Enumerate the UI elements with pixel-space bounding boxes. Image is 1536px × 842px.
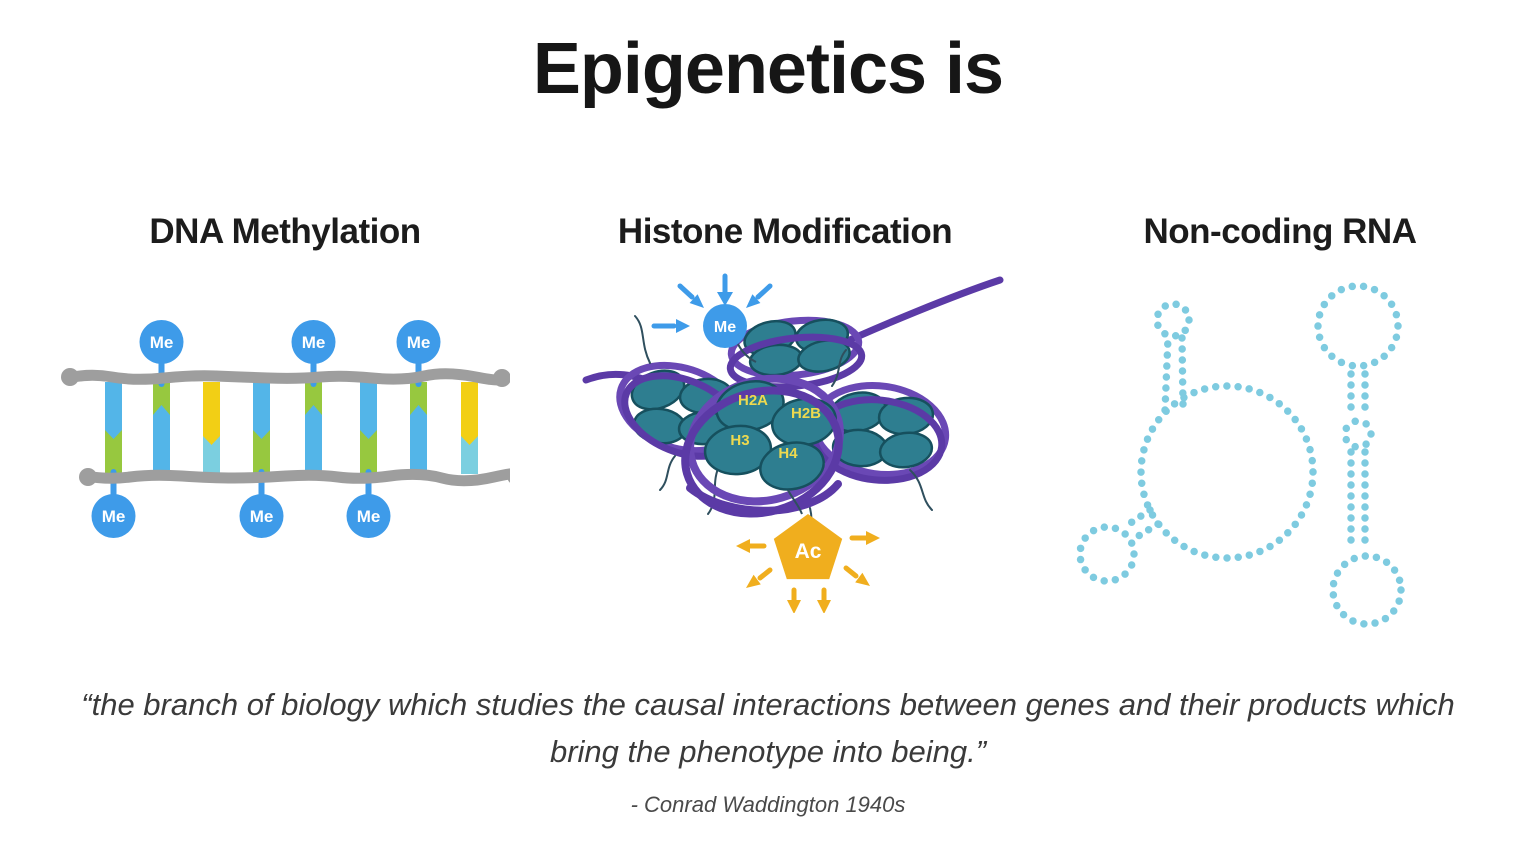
histone-modification-heading: Histone Modification (617, 212, 953, 251)
quote-attribution: - Conrad Waddington 1940s (630, 792, 906, 817)
nucleosome-center: H2A H2B H3 H4 (681, 374, 844, 518)
rna-structure-left (1076, 300, 1317, 585)
histone-me-label: Me (714, 319, 736, 336)
quote-text: “the branch of biology which studies the… (81, 687, 1455, 769)
histone-h4-label: H4 (778, 445, 798, 462)
methyl-me-label: Me (250, 507, 274, 526)
methyl-me-icon (396, 320, 441, 364)
methyl-me-label: Me (102, 507, 126, 526)
page-title: Epigenetics is (532, 29, 1004, 109)
methyl-me-icon (91, 494, 136, 538)
methyl-badges: Me Me Me Me Me Me (91, 320, 441, 538)
acetylation-badge-group: Ac (736, 489, 880, 613)
dna-strand-end-caps (61, 368, 510, 486)
methyl-me-label: Me (407, 333, 431, 352)
methylation-badge-group: Me (651, 273, 773, 363)
nucleosome-top (726, 316, 866, 391)
methyl-me-icon (139, 320, 184, 364)
methyl-me-label: Me (357, 507, 381, 526)
acetyl-ac-label: Ac (795, 540, 822, 563)
histone-h2a-label: H2A (738, 392, 768, 409)
histone-h3-label: H3 (730, 432, 749, 449)
rna-structure-right (1314, 282, 1405, 628)
dna-methylation-heading: DNA Methylation (149, 212, 421, 251)
dna-base-pair-rungs (105, 382, 478, 474)
histone-h2b-label: H2B (791, 405, 821, 422)
histone-me-icon (703, 304, 747, 348)
dna-strands (62, 368, 510, 487)
methyl-me-icon (239, 494, 284, 538)
rna-structures (1076, 282, 1405, 628)
non-coding-rna-diagram (1076, 282, 1405, 628)
histone-modification-diagram: H2A H2B H3 H4 Me (582, 273, 1004, 613)
methyl-me-icon (346, 494, 391, 538)
acetyl-ac-icon (773, 514, 843, 580)
methyl-me-label: Me (302, 333, 326, 352)
methyl-me-icon (291, 320, 336, 364)
methyl-me-label: Me (150, 333, 174, 352)
non-coding-rna-heading: Non-coding RNA (1143, 212, 1417, 251)
dna-methylation-diagram: Me Me Me Me Me Me (61, 320, 510, 538)
